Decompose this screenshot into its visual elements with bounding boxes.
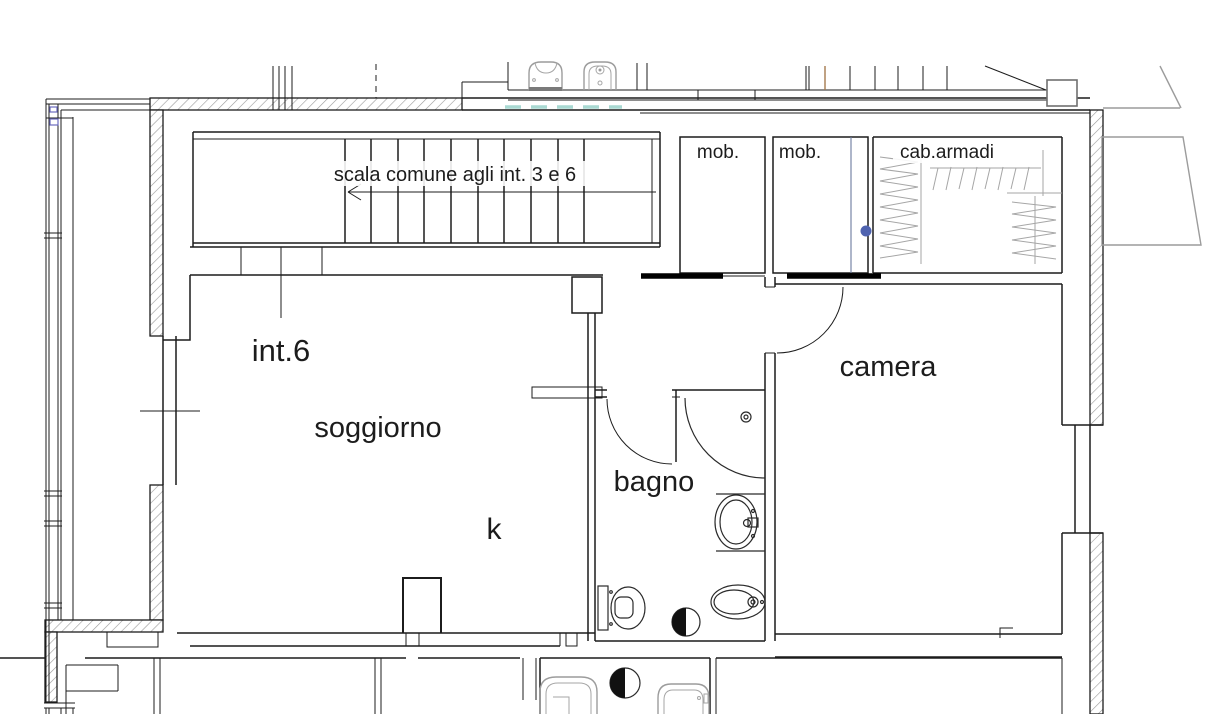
wall-right-lower — [1089, 532, 1104, 714]
upstairs-staircase — [805, 65, 1078, 107]
hallway — [764, 277, 1062, 641]
wall-living-bath — [531, 276, 603, 641]
bathroom-label: bagno — [614, 466, 695, 498]
downstairs-toilet-icon — [539, 676, 598, 714]
staircase-label: scala comune agli int. 3 e 6 — [334, 164, 576, 186]
wall-bottom-left — [44, 619, 164, 633]
bedroom-label: camera — [840, 351, 938, 383]
wall-notch — [163, 275, 191, 341]
balcony-railing — [44, 98, 150, 714]
unit-label: int.6 — [252, 333, 311, 368]
column-symbol — [609, 667, 641, 699]
closets: mob. mob. cab.armadi — [641, 136, 1063, 279]
closet-left-box — [679, 136, 766, 274]
upstairs-wall-lines — [272, 62, 1047, 110]
blue-fitting-mark — [49, 106, 58, 113]
bidet-icon — [710, 584, 766, 620]
label-mask — [325, 161, 587, 186]
sink-icon — [714, 493, 765, 552]
terrace-outline — [1101, 136, 1202, 246]
wall-left-edge — [44, 631, 58, 703]
living-room-label: soggiorno — [314, 412, 441, 444]
balcony-bottom-corner — [44, 702, 75, 714]
toilet-icon — [597, 585, 646, 631]
label-mask — [692, 140, 742, 163]
wall-left-upper — [149, 109, 164, 337]
window-left — [140, 336, 200, 485]
kitchen-label: k — [487, 513, 503, 546]
label-mask — [893, 140, 1003, 163]
bedroom: camera — [775, 284, 1103, 658]
window-right — [1062, 424, 1103, 534]
closet-right-box — [772, 136, 869, 274]
wall-left-lower — [149, 484, 164, 621]
wall-marker — [531, 386, 603, 399]
railing-ticks — [44, 232, 62, 609]
bottom-wall-living — [106, 631, 595, 648]
blue-reference-dot — [860, 225, 872, 237]
living-room: int.6 soggiorno k — [106, 275, 603, 648]
bottom-wall-bedroom — [775, 627, 1062, 658]
lower-floor-fragments — [0, 657, 1063, 714]
wardrobe-label: cab.armadi — [900, 142, 994, 163]
lower-step-outline — [65, 664, 119, 714]
downstairs-bidet-icon — [657, 683, 710, 714]
upstairs-toilet-icon — [528, 61, 563, 91]
wall-jog — [999, 627, 1013, 638]
column-symbol — [671, 607, 701, 637]
closet-right-label: mob. — [779, 142, 821, 163]
wall-pillar — [571, 276, 603, 314]
staircase-room: scala comune agli int. 3 e 6 — [190, 131, 765, 318]
bathroom-door-arc — [606, 398, 673, 465]
stair-treads — [344, 139, 585, 243]
landing-band — [190, 247, 765, 318]
terrace-step — [106, 631, 159, 648]
wardrobe-rail-icon — [879, 150, 1062, 264]
adjacent-structure-outlines — [1101, 65, 1202, 246]
upstairs-bidet-icon — [583, 61, 617, 90]
landing-post — [1046, 79, 1078, 107]
bedroom-door-arc — [776, 286, 844, 354]
blue-fitting-mark — [49, 118, 59, 126]
wall-top — [149, 97, 463, 111]
upper-floor-fragments — [272, 61, 1202, 246]
shower-icon — [684, 397, 766, 479]
stair-diagonal — [984, 65, 1047, 91]
wall-right-upper — [1089, 109, 1104, 426]
kitchen-stub-wall — [402, 577, 442, 633]
closet-left-label: mob. — [697, 142, 739, 163]
bathroom: bagno — [595, 389, 766, 642]
